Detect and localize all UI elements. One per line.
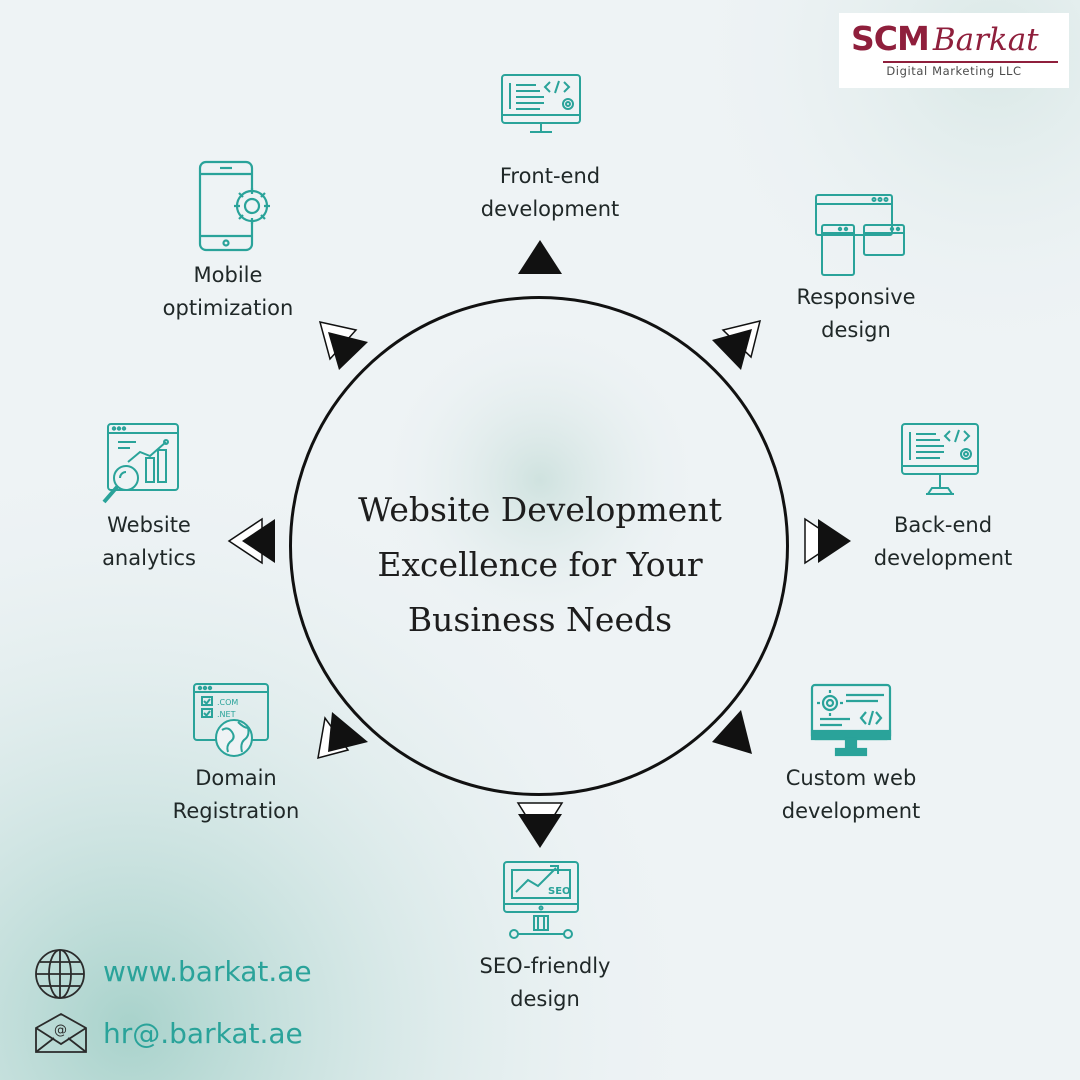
label-line: development bbox=[480, 197, 620, 221]
logo-underline bbox=[883, 61, 1058, 63]
arrow-top-left bbox=[318, 320, 368, 370]
seo-monitor-icon: SEO bbox=[503, 861, 579, 939]
service-label-seo: SEO-friendly design bbox=[445, 950, 645, 1016]
globe-icon bbox=[35, 949, 85, 999]
label-line: development bbox=[873, 546, 1013, 570]
center-title: Website Development Excellence for Your … bbox=[300, 482, 780, 647]
label-line: Mobile bbox=[193, 263, 263, 287]
arrow-top-right bbox=[712, 319, 762, 370]
custom-code-monitor-icon bbox=[810, 683, 892, 757]
arrow-bottom bbox=[516, 802, 564, 848]
service-label-domain: Domain Registration bbox=[136, 762, 336, 828]
label-line: Back-end bbox=[893, 513, 993, 537]
svg-text:.NET: .NET bbox=[217, 710, 236, 719]
domain-globe-icon: .COM .NET bbox=[193, 683, 269, 757]
center-title-line: Business Needs bbox=[407, 600, 673, 639]
responsive-devices-icon bbox=[815, 194, 905, 276]
label-line: Custom web bbox=[785, 766, 917, 790]
label-line: Responsive bbox=[796, 285, 916, 309]
mobile-gear-icon bbox=[198, 160, 270, 252]
label-line: Website bbox=[107, 513, 191, 537]
svg-text:@: @ bbox=[54, 1023, 67, 1038]
center-title-line: Website Development bbox=[358, 490, 722, 529]
service-label-mobile: Mobile optimization bbox=[128, 259, 328, 325]
logo-tagline: Digital Marketing LLC bbox=[886, 64, 1022, 78]
website-link[interactable]: www.barkat.ae bbox=[103, 955, 312, 988]
logo-brand-text: Barkat bbox=[932, 22, 1039, 58]
arrow-right bbox=[804, 517, 851, 565]
service-label-front-end: Front-end development bbox=[450, 160, 650, 226]
envelope-icon: @ bbox=[35, 1012, 87, 1053]
code-monitor-gear-icon bbox=[901, 423, 979, 495]
email-link[interactable]: hr@.barkat.ae bbox=[103, 1017, 303, 1050]
service-label-back-end: Back-end development bbox=[843, 509, 1043, 575]
label-line: SEO-friendly bbox=[479, 954, 611, 978]
label-line: Registration bbox=[172, 799, 300, 823]
label-line: design bbox=[821, 318, 891, 342]
label-line: Front-end bbox=[499, 164, 601, 188]
arrow-bottom-right bbox=[712, 710, 752, 754]
code-monitor-icon bbox=[501, 74, 581, 133]
service-label-custom-web: Custom web development bbox=[751, 762, 951, 828]
arrow-left bbox=[227, 517, 275, 565]
service-label-responsive: Responsive design bbox=[756, 281, 956, 347]
label-line: optimization bbox=[162, 296, 294, 320]
label-line: design bbox=[510, 987, 580, 1011]
svg-text:.COM: .COM bbox=[217, 698, 238, 707]
svg-text:SEO: SEO bbox=[548, 886, 571, 897]
label-line: development bbox=[781, 799, 921, 823]
label-line: analytics bbox=[102, 546, 196, 570]
center-title-line: Excellence for Your bbox=[377, 545, 703, 584]
service-label-analytics: Website analytics bbox=[49, 509, 249, 575]
arrow-bottom-left bbox=[317, 712, 368, 760]
arrow-top bbox=[518, 240, 562, 274]
analytics-magnifier-icon bbox=[102, 423, 179, 504]
center-circle bbox=[289, 296, 789, 796]
logo-scm-text: SCM bbox=[851, 19, 930, 58]
label-line: Domain bbox=[195, 766, 277, 790]
